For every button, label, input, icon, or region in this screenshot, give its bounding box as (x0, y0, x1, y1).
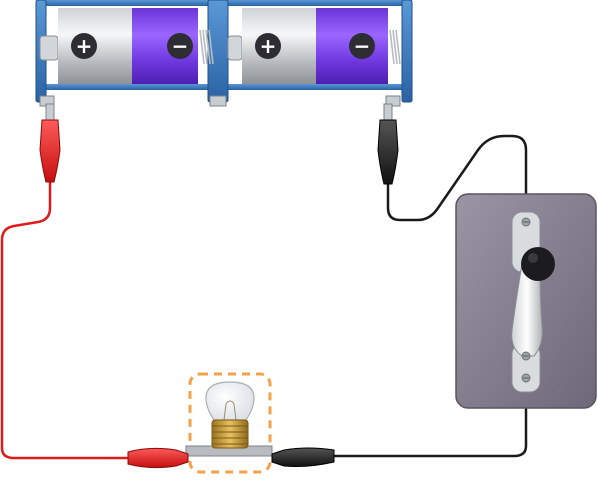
switch-knob[interactable] (521, 247, 555, 281)
black-alligator-clip-battery[interactable] (377, 103, 399, 185)
negative-terminal-label: − (354, 34, 371, 58)
battery-cell-2[interactable]: + − (242, 8, 388, 84)
black-alligator-clip-bulb[interactable] (271, 447, 335, 467)
screw-icon (521, 217, 531, 227)
battery-holder[interactable] (35, 0, 413, 107)
positive-terminal-label: + (260, 34, 277, 58)
plus-circle-icon: + (255, 33, 281, 59)
wire-black-switch-to-bulb[interactable] (332, 378, 528, 458)
minus-circle-icon: − (167, 33, 193, 59)
negative-terminal-label: − (172, 34, 189, 58)
bulb-selection-highlight (188, 372, 272, 474)
spring-icon (389, 29, 401, 65)
positive-terminal-label: + (76, 34, 93, 58)
screw-icon (521, 373, 531, 383)
plus-circle-icon: + (71, 33, 97, 59)
screw-icon (521, 351, 531, 361)
battery-cell-1[interactable]: + − (58, 8, 198, 84)
red-alligator-clip-battery[interactable] (39, 103, 61, 183)
light-bulb[interactable] (185, 372, 273, 474)
wire-black-battery-to-switch[interactable] (386, 134, 528, 222)
knife-switch[interactable] (455, 193, 597, 409)
minus-circle-icon: − (349, 33, 375, 59)
spring-icon (199, 29, 214, 65)
wire-red[interactable] (0, 180, 130, 460)
red-alligator-clip-bulb[interactable] (127, 447, 189, 469)
